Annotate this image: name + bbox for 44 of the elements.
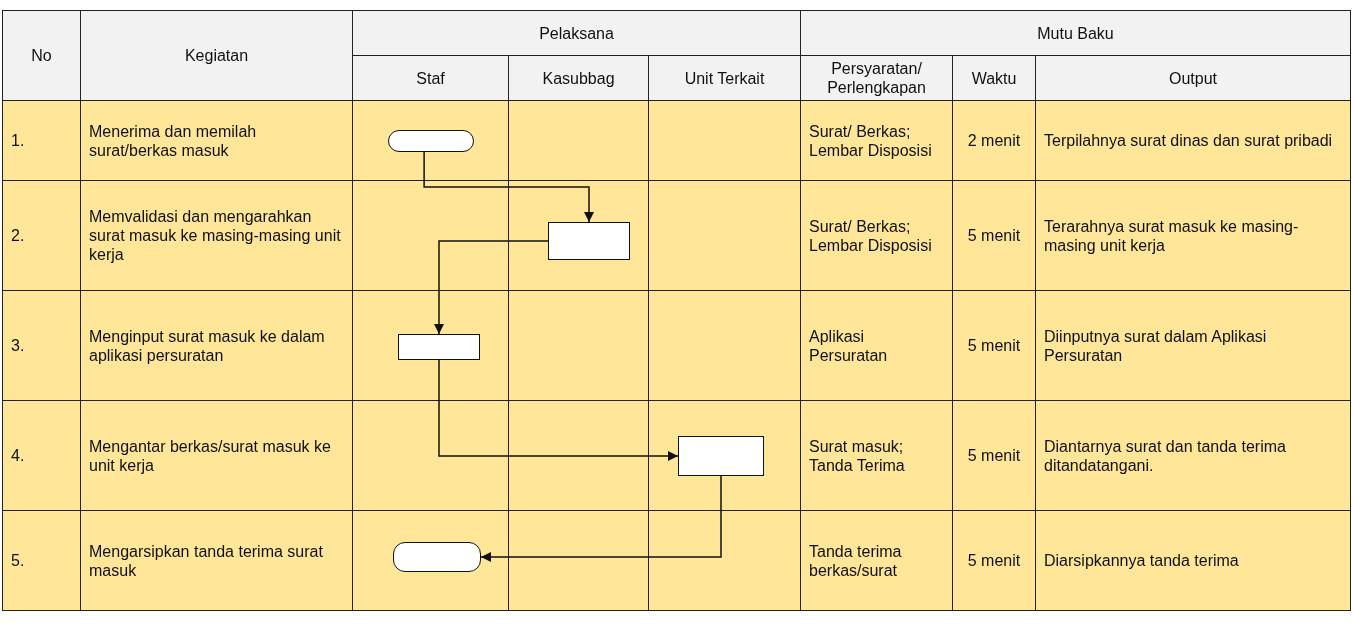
process-box	[678, 436, 764, 476]
table-cell: Surat masuk; Tanda Terima	[800, 400, 953, 511]
table-cell: Surat/ Berkas; Lembar Disposisi	[800, 180, 953, 291]
table-cell: 1.	[2, 100, 81, 181]
arrow	[438, 359, 679, 461]
arrow	[434, 240, 549, 335]
table-cell: Diantarnya surat dan tanda terima ditandatangani.	[1035, 400, 1351, 511]
table-cell: 5 menit	[952, 180, 1036, 291]
header-cell: Waktu	[952, 55, 1036, 101]
table-cell: Menginput surat masuk ke dalam aplikasi persuratan	[80, 290, 353, 401]
header-cell: Pelaksana	[352, 10, 801, 56]
terminator-shape	[388, 130, 474, 152]
header-cell: Persyaratan/ Perlengkapan	[800, 55, 953, 101]
table-cell: Surat/ Berkas; Lembar Disposisi	[800, 100, 953, 181]
table-cell: Menerima dan memilah surat/berkas masuk	[80, 100, 353, 181]
table-cell: Terpilahnya surat dinas dan surat pribadi	[1035, 100, 1351, 181]
header-cell: Staf	[352, 55, 509, 101]
table-cell: Mengantar berkas/surat masuk ke unit kerja	[80, 400, 353, 511]
table-cell: 4.	[2, 400, 81, 511]
table-cell: 2.	[2, 180, 81, 291]
table-cell: 2 menit	[952, 100, 1036, 181]
table-cell: 5 menit	[952, 510, 1036, 611]
table-cell: 3.	[2, 290, 81, 401]
header-cell: No	[2, 10, 81, 101]
header-cell: Unit Terkait	[648, 55, 801, 101]
table-cell: 5.	[2, 510, 81, 611]
table-cell: Mengarsipkan tanda terima surat masuk	[80, 510, 353, 611]
header-cell: Mutu Baku	[800, 10, 1351, 56]
table-cell: 5 menit	[952, 400, 1036, 511]
table-cell: Tanda terima berkas/surat	[800, 510, 953, 611]
table-cell: Diarsipkannya tanda terima	[1035, 510, 1351, 611]
table-cell: Memvalidasi dan mengarahkan surat masuk ke masing-masing unit kerja	[80, 180, 353, 291]
arrow	[423, 151, 594, 223]
table-cell: 5 menit	[952, 290, 1036, 401]
process-box	[548, 222, 630, 260]
terminator-shape	[393, 542, 481, 572]
table-cell: Terarahnya surat masuk ke masing-masing unit kerja	[1035, 180, 1351, 291]
arrow	[480, 475, 722, 562]
table-cell: Aplikasi Persuratan	[800, 290, 953, 401]
process-box	[398, 334, 480, 360]
header-cell: Kegiatan	[80, 10, 353, 101]
table-cell: Diinputnya surat dalam Aplikasi Persuratan	[1035, 290, 1351, 401]
header-cell: Kasubbag	[508, 55, 649, 101]
header-cell: Output	[1035, 55, 1351, 101]
